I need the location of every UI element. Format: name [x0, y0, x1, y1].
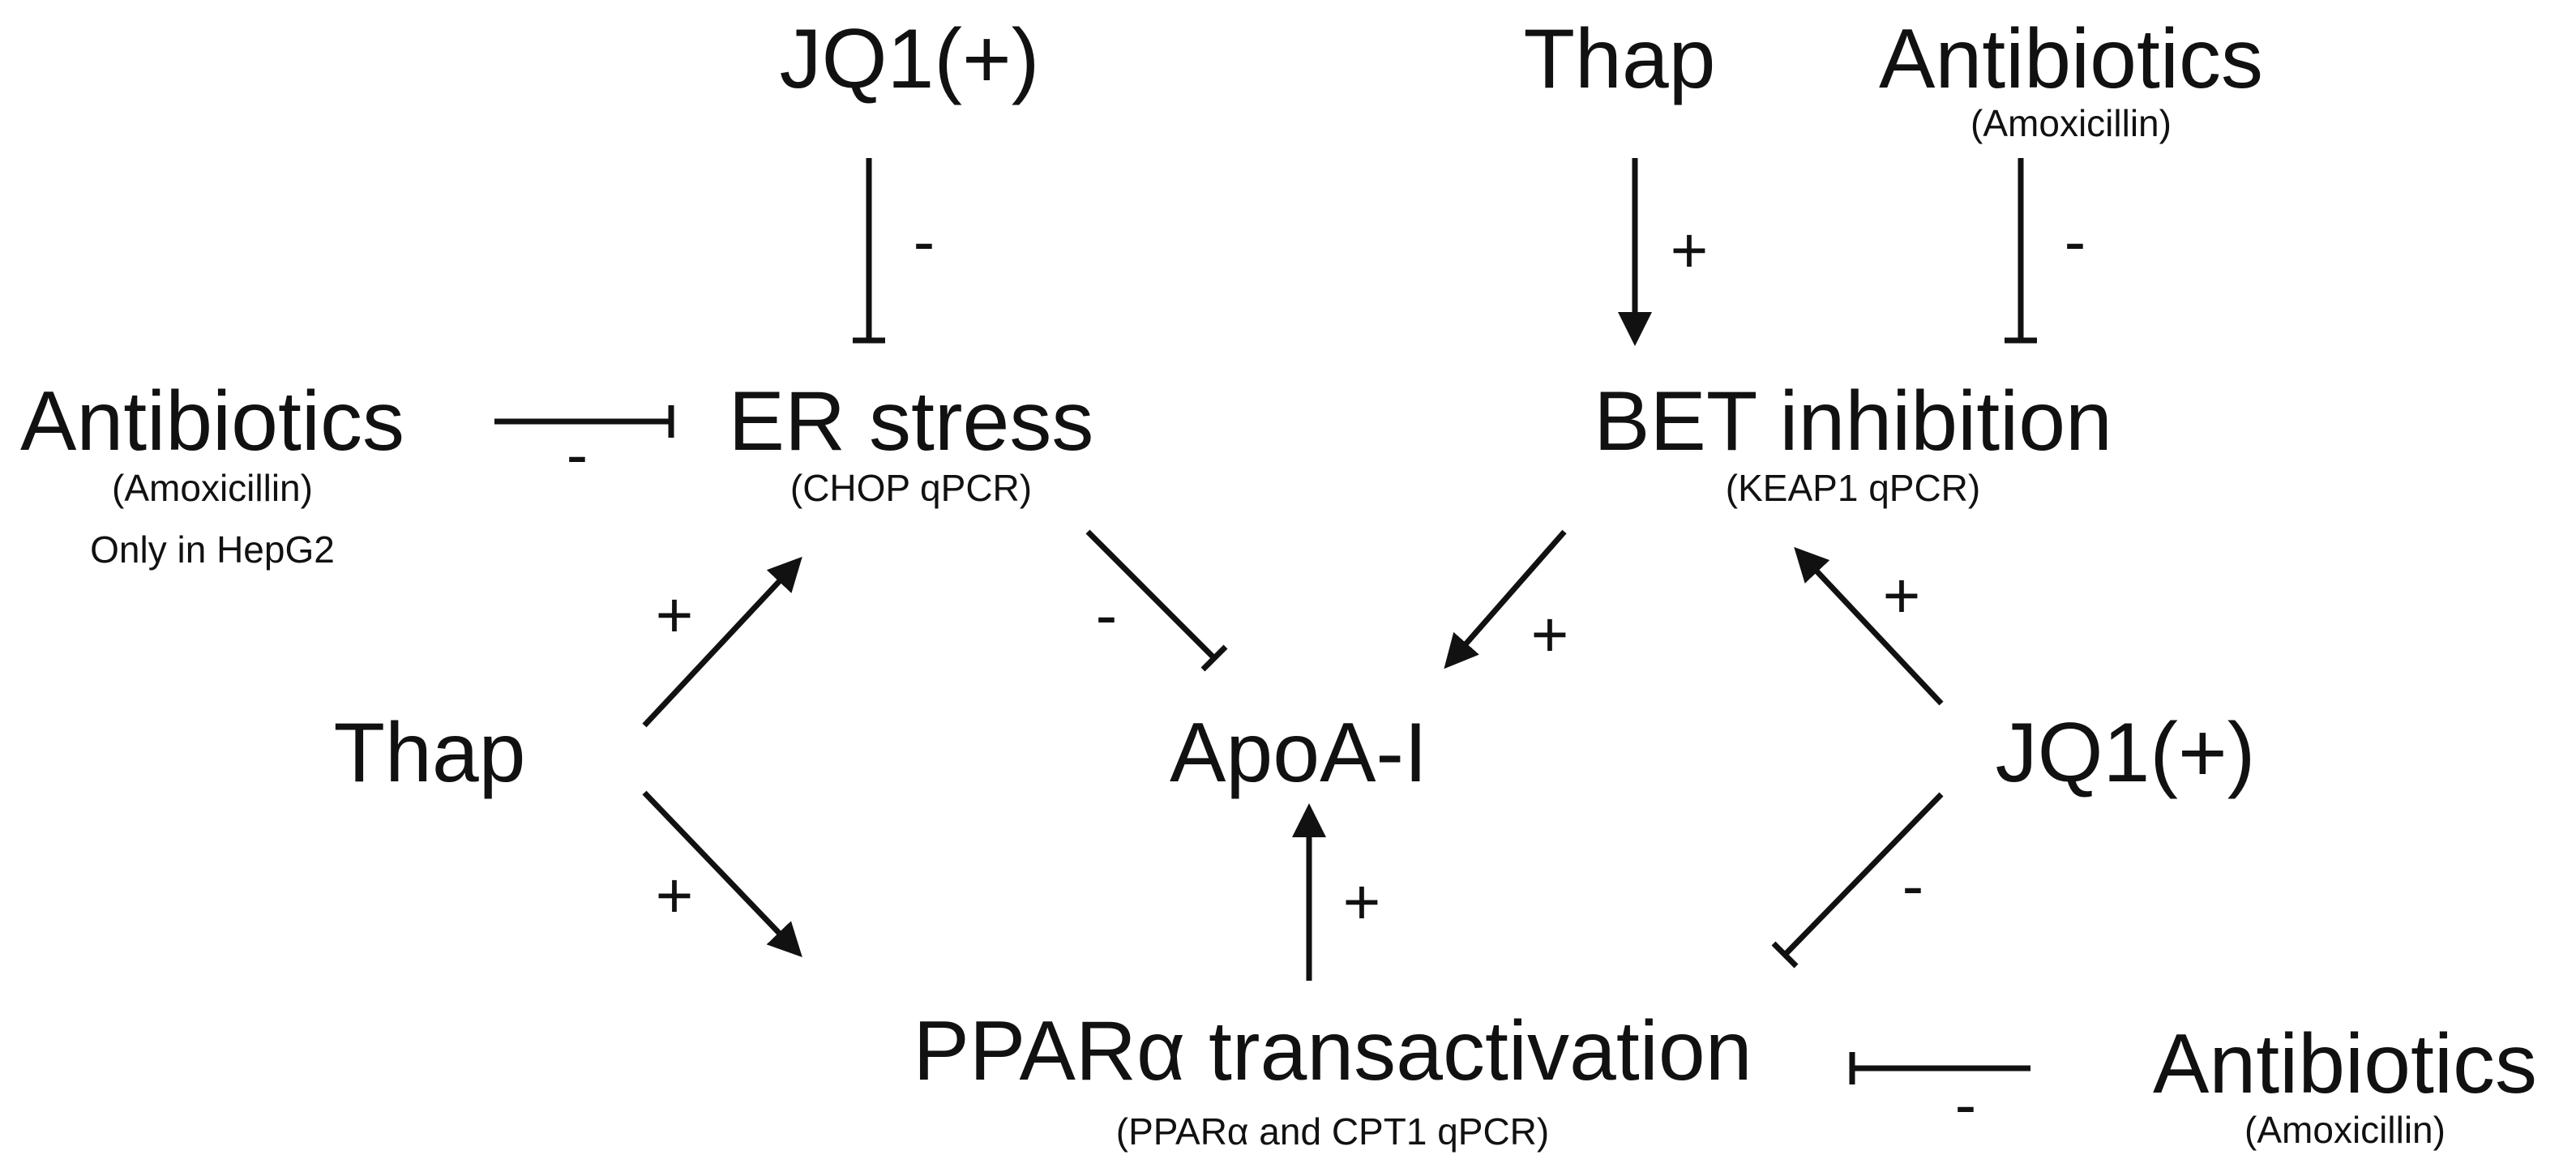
edge-abbottom-ppara	[1849, 1052, 2030, 1084]
sign-jq1right-ppara: -	[1902, 849, 1924, 922]
node-ppara: PPARα transactivation	[913, 1004, 1752, 1098]
sign-jq1top-er: -	[914, 205, 935, 277]
node-jq1-right: JQ1(+)	[1996, 706, 2256, 800]
node-antibiotics-left-sub: (Amoxicillin)	[112, 467, 313, 509]
edge-jq1right-ppara	[1771, 792, 1944, 969]
sign-abbottom-ppara: -	[1955, 1068, 1977, 1140]
sign-thaptop-bet: +	[1671, 214, 1709, 286]
node-apoa1: ApoA-I	[1170, 706, 1427, 800]
sign-er-apoa1: -	[1096, 579, 1118, 651]
node-antibiotics-bottom: Antibiotics	[2153, 1017, 2537, 1111]
node-antibiotics-top-sub: (Amoxicillin)	[1971, 102, 2172, 144]
node-bet-inhibition: BET inhibition	[1594, 374, 2112, 468]
sign-ppara-apoa1: +	[1343, 866, 1381, 938]
sign-abtop-bet: -	[2065, 205, 2086, 277]
sign-jq1right-bet: +	[1883, 559, 1921, 631]
node-thap-left: Thap	[333, 706, 525, 800]
node-ppara-sub: (PPARα and CPT1 qPCR)	[1116, 1110, 1549, 1153]
sign-thapleft-er: +	[656, 579, 694, 651]
node-jq1-top: JQ1(+)	[780, 12, 1040, 106]
node-bet-inhibition-sub: (KEAP1 qPCR)	[1726, 467, 1980, 509]
edge-er-apoa1	[1085, 529, 1228, 672]
node-antibiotics-left: Antibiotics	[20, 374, 404, 468]
edge-jq1right-bet	[1794, 546, 1944, 706]
sign-thapleft-ppara: +	[656, 859, 694, 931]
edge-abtop-bet	[2005, 158, 2037, 344]
edge-bet-apoa1	[1444, 529, 1567, 669]
edge-ableft-er	[494, 405, 674, 438]
node-antibiotics-bottom-sub: (Amoxicillin)	[2244, 1109, 2445, 1151]
node-thap-top: Thap	[1523, 12, 1715, 106]
node-antibiotics-top: Antibiotics	[1879, 12, 2263, 106]
sign-ableft-er: -	[567, 418, 588, 490]
edge-thapleft-ppara	[642, 790, 802, 958]
edge-thapleft-er	[642, 556, 802, 728]
node-er-stress-sub: (CHOP qPCR)	[790, 467, 1032, 509]
sign-bet-apoa1: +	[1531, 598, 1569, 670]
node-antibiotics-left-note: Only in HepG2	[90, 528, 335, 571]
node-er-stress: ER stress	[729, 374, 1094, 468]
edge-jq1top-er	[853, 158, 885, 344]
